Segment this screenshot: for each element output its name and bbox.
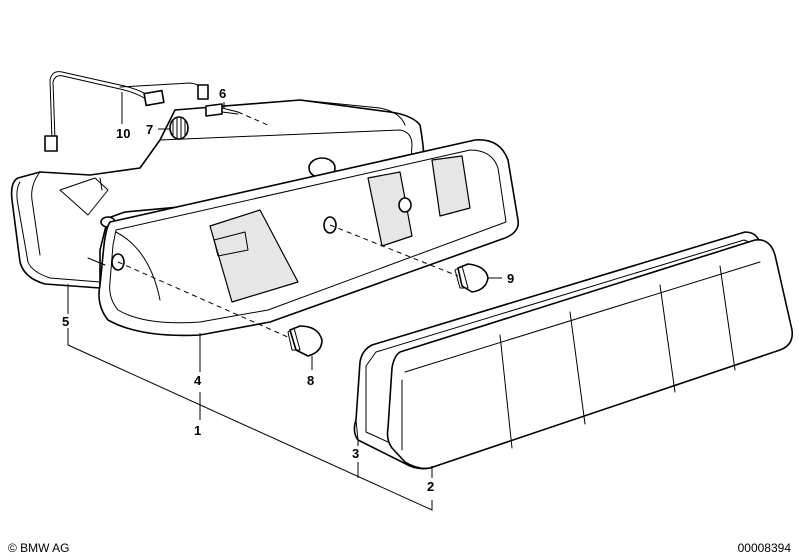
lens-part-2[interactable] (386, 238, 794, 470)
screw-part-6[interactable] (205, 103, 239, 117)
bulb-part-9[interactable] (454, 263, 489, 293)
copyright-label: © BMW AG (8, 541, 70, 555)
callout-8: 8 (307, 373, 314, 388)
bulb-socket-part-7[interactable] (169, 116, 189, 140)
callout-2: 2 (427, 479, 434, 494)
callout-3: 3 (352, 446, 359, 461)
assembly-line-bulb-9 (329, 224, 459, 277)
assembly-line-screw (237, 111, 271, 127)
bulb-carrier-part-4[interactable] (87, 139, 520, 337)
bulb-part-8[interactable] (287, 325, 323, 357)
callout-7: 7 (146, 122, 153, 137)
drawing-number: 00008394 (737, 541, 791, 555)
callout-1: 1 (194, 423, 201, 438)
callout-9: 9 (507, 271, 514, 286)
assembly-line-bulb-8 (117, 261, 291, 339)
callout-10: 10 (116, 126, 130, 141)
bracket-1 (67, 328, 433, 511)
wiring-harness-part-10[interactable] (44, 71, 209, 152)
callout-4: 4 (194, 373, 202, 388)
callout-6: 6 (219, 86, 226, 101)
leader-3 (355, 419, 359, 446)
callout-5: 5 (62, 314, 69, 329)
